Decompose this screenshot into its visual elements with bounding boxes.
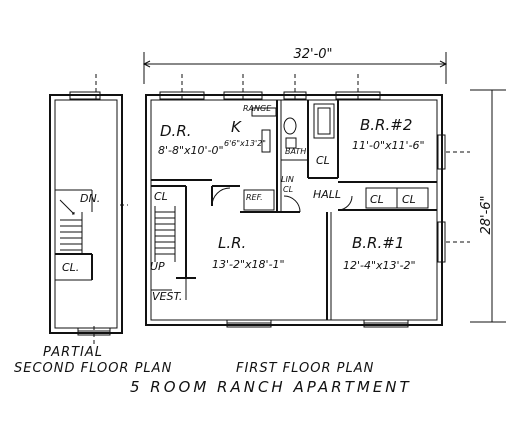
bedroom-1-label: B.R.#1 (352, 234, 404, 252)
dining-room-size: 8'-8"x10'-0" (158, 144, 224, 157)
stairs-second-floor (59, 199, 83, 254)
second-floor-closet-label: CL. (62, 261, 79, 274)
vestibule-closet-label: CL (154, 190, 168, 203)
dimension-depth-line (470, 89, 506, 323)
window-centerlines (181, 74, 470, 243)
stairs-first-floor (154, 206, 176, 262)
bath-closet-label: CL (316, 154, 330, 167)
hall-label: HALL (313, 188, 341, 201)
kitchen-size: 6'6"x13'2" (224, 139, 266, 148)
bedroom-closet-2-label: CL (402, 193, 416, 206)
refrigerator-label: REF. (246, 193, 263, 202)
second-floor-caption: SECOND FLOOR PLAN (14, 361, 172, 376)
range-label: RANGE (243, 104, 272, 113)
partial-caption: PARTIAL (43, 345, 103, 360)
first-floor-caption: FIRST FLOOR PLAN (236, 361, 374, 376)
hall-closet-label: CL (283, 185, 293, 194)
right-windows (437, 134, 446, 263)
second-floor-walls (49, 94, 123, 334)
plan-title: 5 ROOM RANCH APARTMENT (130, 378, 412, 396)
kitchen-fixtures (243, 107, 277, 211)
dining-room-label: D.R. (160, 122, 192, 140)
bath-fixtures (283, 103, 335, 149)
bedroom-1-size: 12'-4"x13'-2" (343, 259, 416, 272)
bedroom-2-label: B.R.#2 (360, 116, 412, 134)
dimension-width-line (142, 52, 448, 84)
bedroom-closet-1-label: CL (370, 193, 384, 206)
bath-label: BATH (285, 147, 306, 156)
overall-depth-label: 28'-6" (479, 195, 494, 234)
bedroom-2-size: 11'-0"x11'-6" (352, 139, 425, 152)
overall-width-label: 32'-0" (293, 47, 332, 62)
living-room-size: 13'-2"x18'-1" (212, 258, 285, 271)
living-room-label: L.R. (218, 234, 246, 252)
linen-closet-label: LIN (281, 175, 294, 184)
second-floor-down-label: DN. (80, 192, 100, 205)
kitchen-label: K (231, 118, 242, 136)
bottom-windows (226, 319, 409, 328)
vestibule-label: VEST. (152, 290, 182, 303)
second-floor-windows (69, 74, 128, 344)
interior-walls (151, 100, 437, 320)
door-swings (211, 187, 353, 213)
stair-up-label: UP (150, 260, 165, 273)
